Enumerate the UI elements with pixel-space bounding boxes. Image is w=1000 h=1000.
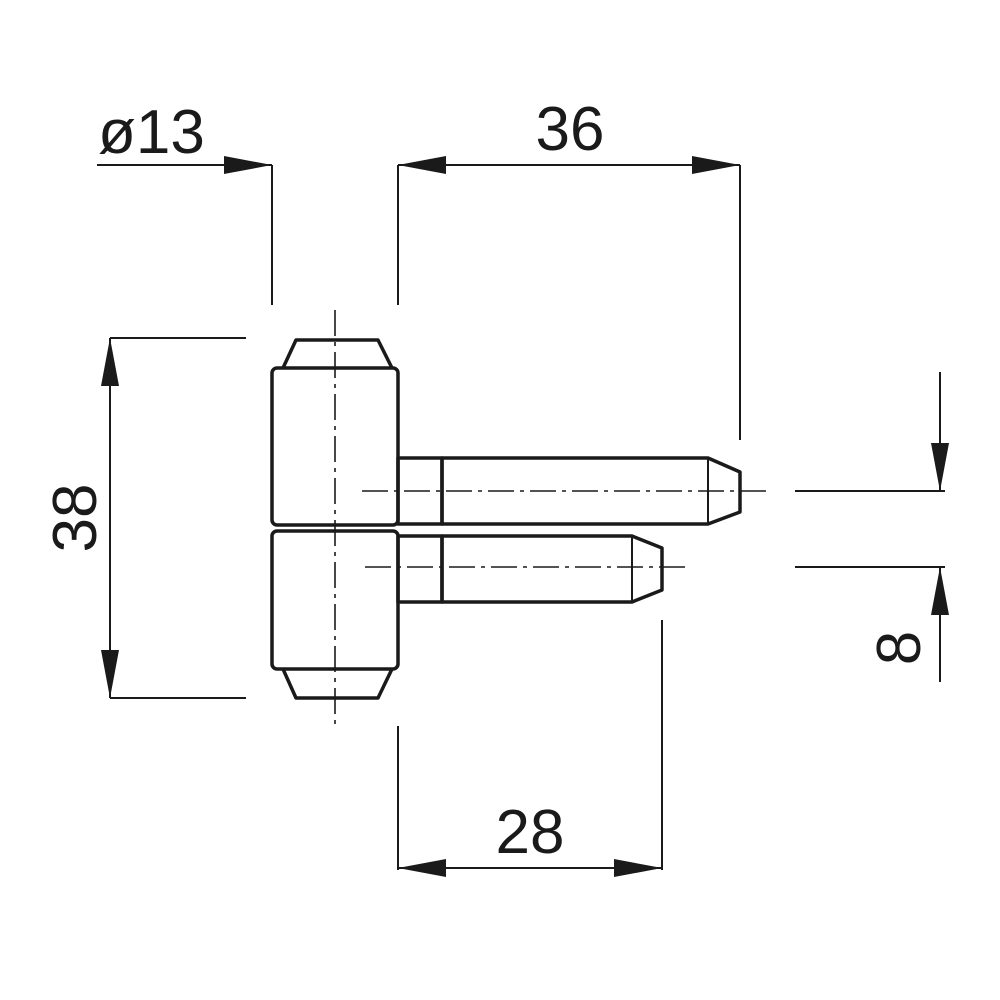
- height-arrow-top: [101, 338, 119, 386]
- dimension-pin-spacing: 8: [795, 372, 949, 682]
- pin-length-arrow-right: [614, 859, 662, 877]
- barrel-top-cap: [281, 338, 394, 369]
- lower-pin-length-label: 28: [496, 798, 565, 867]
- spacing-arrow-bottom: [931, 567, 949, 615]
- lower-pin-neck: [396, 534, 444, 604]
- pin-spacing-label: 8: [865, 631, 934, 665]
- pin-length-arrow-left: [398, 859, 446, 877]
- height-label: 38: [41, 484, 110, 553]
- height-arrow-bottom: [101, 650, 119, 698]
- dimension-overall-length: 36: [398, 95, 741, 440]
- dimension-height: 38: [41, 337, 246, 699]
- spacing-arrow-top: [931, 443, 949, 491]
- dimension-lower-pin-length: 28: [397, 620, 663, 877]
- length-arrow-right: [692, 156, 740, 174]
- dimension-diameter: ø13: [97, 98, 446, 305]
- upper-pin: [362, 456, 772, 526]
- barrel-bottom-cap: [281, 668, 394, 700]
- diameter-label: ø13: [98, 98, 205, 167]
- hinge-barrel: [270, 310, 400, 728]
- diameter-arrow-left: [224, 156, 272, 174]
- lower-pin: [365, 534, 690, 604]
- overall-length-label: 36: [536, 95, 605, 164]
- lower-pin-thread: [440, 534, 664, 604]
